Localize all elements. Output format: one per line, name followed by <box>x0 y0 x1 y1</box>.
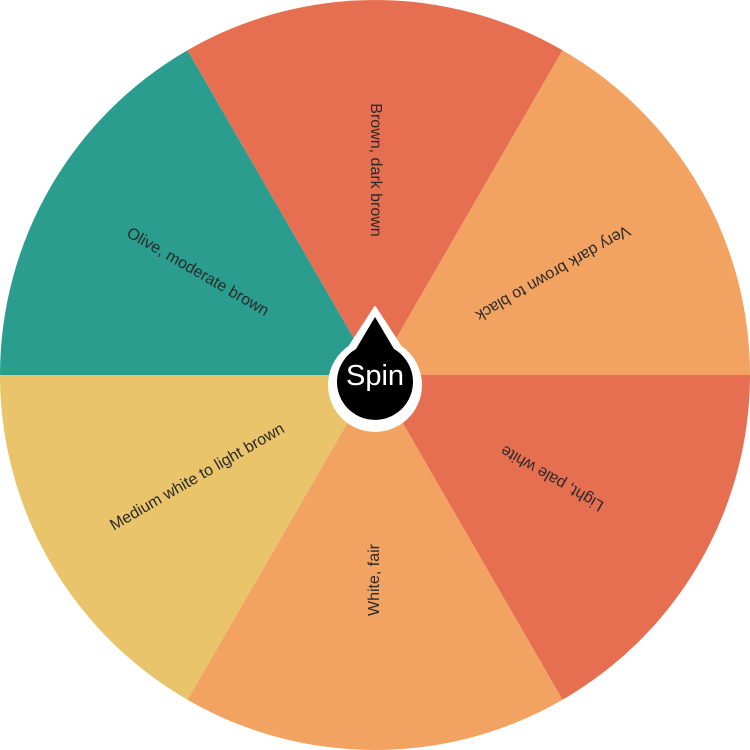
wheel-segment <box>187 0 563 375</box>
wheel-segment <box>375 375 750 700</box>
pointer-icon <box>337 317 413 420</box>
wheel-segment-label: White, fair <box>366 543 383 616</box>
wheel-segment <box>0 375 375 700</box>
wheel-segment <box>375 50 750 375</box>
wheel-segment <box>187 375 563 750</box>
wheel-segment <box>0 50 375 375</box>
wheel-segment-label: Brown, dark brown <box>367 103 384 236</box>
spin-label: Spin <box>346 360 404 392</box>
